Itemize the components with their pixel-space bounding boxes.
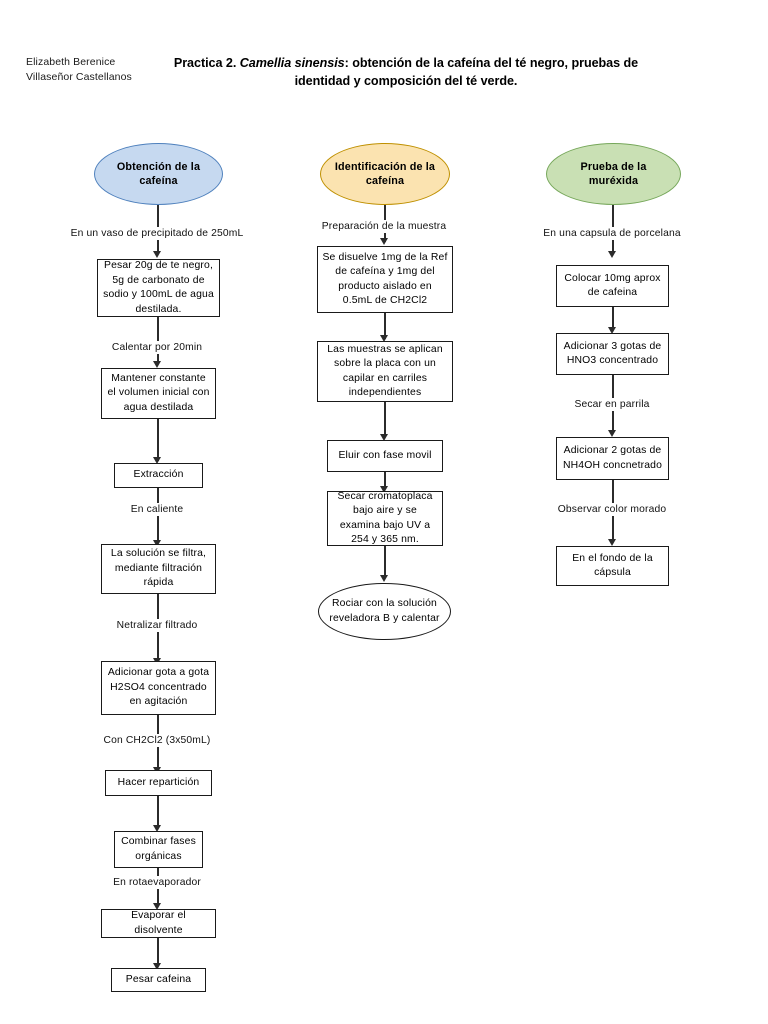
- author-block: Elizabeth Berenice Villaseñor Castellano…: [26, 55, 156, 85]
- arrowhead-murexida-4: [608, 539, 616, 546]
- node-obtencion-6-label: Hacer repartición: [117, 776, 200, 788]
- title-species: Camellia sinensis: [239, 56, 345, 70]
- node-obtencion-5[interactable]: Adicionar gota a gota H2SO4 concentrado …: [101, 661, 216, 715]
- arrowhead-obtencion-7: [153, 825, 161, 832]
- arrowhead-obtencion-1: [153, 251, 161, 258]
- node-murexida-4[interactable]: En el fondo de la cápsula: [556, 546, 669, 586]
- edge-label-obtencion-1: En un vaso de precipitado de 250mL: [68, 227, 246, 240]
- node-obtencion-3[interactable]: Extracción: [114, 463, 203, 488]
- edge-label-murexida-4: Observar color morado: [555, 503, 669, 516]
- connector-identificacion-2: [384, 313, 386, 339]
- node-obtencion-1[interactable]: Pesar 20g de te negro, 5g de carbonato d…: [97, 259, 220, 317]
- node-obtencion-9-label: Pesar cafeina: [125, 973, 192, 985]
- edge-label-obtencion-6: Con CH2Cl2 (3x50mL): [101, 734, 213, 747]
- node-murexida-2[interactable]: Adicionar 3 gotas de HNO3 concentrado: [556, 333, 669, 375]
- node-obtencion-6[interactable]: Hacer repartición: [105, 770, 212, 796]
- arrowhead-murexida-2: [608, 327, 616, 334]
- node-obtencion-8[interactable]: Evaporar el disolvente: [101, 909, 216, 938]
- node-obtencion-7[interactable]: Combinar fases orgánicas: [114, 831, 203, 868]
- arrowhead-obtencion-4: [153, 540, 161, 547]
- arrowhead-identificacion-3: [380, 434, 388, 441]
- connector-obtencion-9: [157, 938, 159, 966]
- edge-label-obtencion-4: En caliente: [128, 503, 186, 516]
- connector-identificacion-3: [384, 402, 386, 437]
- node-identificacion-3[interactable]: Eluir con fase movil: [327, 440, 443, 472]
- node-murexida-3-label: Adicionar 2 gotas de NH4OH concnetrado: [563, 445, 662, 471]
- node-murexida-1[interactable]: Colocar 10mg aprox de cafeina: [556, 265, 669, 307]
- edge-label-obtencion-5: Netralizar filtrado: [114, 619, 200, 632]
- node-obtencion-8-label: Evaporar el disolvente: [131, 910, 186, 936]
- arrowhead-obtencion-3: [153, 457, 161, 464]
- node-obtencion-9[interactable]: Pesar cafeina: [111, 968, 206, 992]
- arrowhead-obtencion-9: [153, 963, 161, 970]
- node-murexida-2-label: Adicionar 3 gotas de HNO3 concentrado: [563, 340, 662, 367]
- node-murexida-3[interactable]: Adicionar 2 gotas de NH4OH concnetrado: [556, 437, 669, 480]
- edge-label-murexida-3: Secar en parrila: [572, 398, 652, 411]
- node-identificacion-3-label: Eluir con fase movil: [338, 449, 432, 461]
- title-rest: : obtención de la cafeína del té negro, …: [294, 56, 639, 88]
- author-line-1: Elizabeth Berenice: [26, 56, 116, 68]
- connector-identificacion-4: [384, 472, 386, 489]
- node-obtencion-2-label: Mantener constante el volumen inicial co…: [107, 372, 210, 413]
- node-murexida-1-label: Colocar 10mg aprox de cafeina: [564, 272, 661, 299]
- start-node-murexida[interactable]: Prueba de la muréxida: [546, 143, 681, 205]
- arrowhead-identificacion-4: [380, 486, 388, 493]
- connector-obtencion-2: [157, 317, 159, 363]
- node-identificacion-1[interactable]: Se disuelve 1mg de la Ref de cafeína y 1…: [317, 246, 453, 313]
- node-identificacion-2[interactable]: Las muestras se aplican sobre la placa c…: [317, 341, 453, 402]
- arrowhead-identificacion-5: [380, 575, 388, 582]
- connector-obtencion-3: [157, 419, 159, 461]
- start-node-murexida-label: Prueba de la muréxida: [580, 161, 647, 187]
- arrowhead-obtencion-2: [153, 361, 161, 368]
- node-identificacion-1-label: Se disuelve 1mg de la Ref de cafeína y 1…: [322, 251, 448, 307]
- node-obtencion-7-label: Combinar fases orgánicas: [121, 836, 196, 862]
- node-obtencion-5-label: Adicionar gota a gota H2SO4 concentrado …: [107, 667, 210, 708]
- start-node-obtencion-label: Obtención de la cafeína: [116, 161, 201, 187]
- edge-label-murexida-1: En una capsula de porcelana: [541, 227, 683, 240]
- start-node-identificacion[interactable]: Identificación de la cafeína: [320, 143, 450, 205]
- node-identificacion-5[interactable]: Rociar con la solución reveladora B y ca…: [318, 583, 451, 640]
- node-obtencion-2[interactable]: Mantener constante el volumen inicial co…: [101, 368, 216, 419]
- edge-label-identificacion-1: Preparación de la muestra: [319, 220, 449, 233]
- node-obtencion-1-label: Pesar 20g de te negro, 5g de carbonato d…: [103, 260, 214, 315]
- node-identificacion-5-label: Rociar con la solución reveladora B y ca…: [329, 598, 440, 624]
- title-prefix: Practica 2.: [173, 56, 240, 70]
- author-line-2: Villaseñor Castellanos: [26, 71, 132, 83]
- edge-label-obtencion-2: Calentar por 20min: [109, 341, 205, 354]
- arrowhead-murexida-1: [608, 251, 616, 258]
- connector-identificacion-5: [384, 546, 386, 578]
- node-obtencion-4-label: La solución se filtra, mediante filtraci…: [110, 548, 207, 589]
- node-murexida-4-label: En el fondo de la cápsula: [572, 552, 653, 579]
- connector-obtencion-7: [157, 796, 159, 828]
- arrowhead-obtencion-8: [153, 903, 161, 910]
- node-identificacion-4-label: Secar cromatoplaca bajo aire y se examin…: [337, 490, 433, 546]
- page-title: Practica 2. Camellia sinensis: obtención…: [150, 54, 662, 90]
- node-identificacion-2-label: Las muestras se aplican sobre la placa c…: [327, 343, 443, 399]
- node-obtencion-3-label: Extracción: [133, 469, 184, 481]
- connector-murexida-2: [612, 307, 614, 330]
- arrowhead-identificacion-2: [380, 335, 388, 342]
- arrowhead-murexida-3: [608, 430, 616, 437]
- start-node-identificacion-label: Identificación de la cafeína: [334, 161, 436, 187]
- arrowhead-identificacion-1: [380, 238, 388, 245]
- start-node-obtencion[interactable]: Obtención de la cafeína: [94, 143, 223, 205]
- node-identificacion-4[interactable]: Secar cromatoplaca bajo aire y se examin…: [327, 491, 443, 546]
- node-obtencion-4[interactable]: La solución se filtra, mediante filtraci…: [101, 544, 216, 594]
- edge-label-obtencion-8: En rotaevaporador: [111, 876, 203, 889]
